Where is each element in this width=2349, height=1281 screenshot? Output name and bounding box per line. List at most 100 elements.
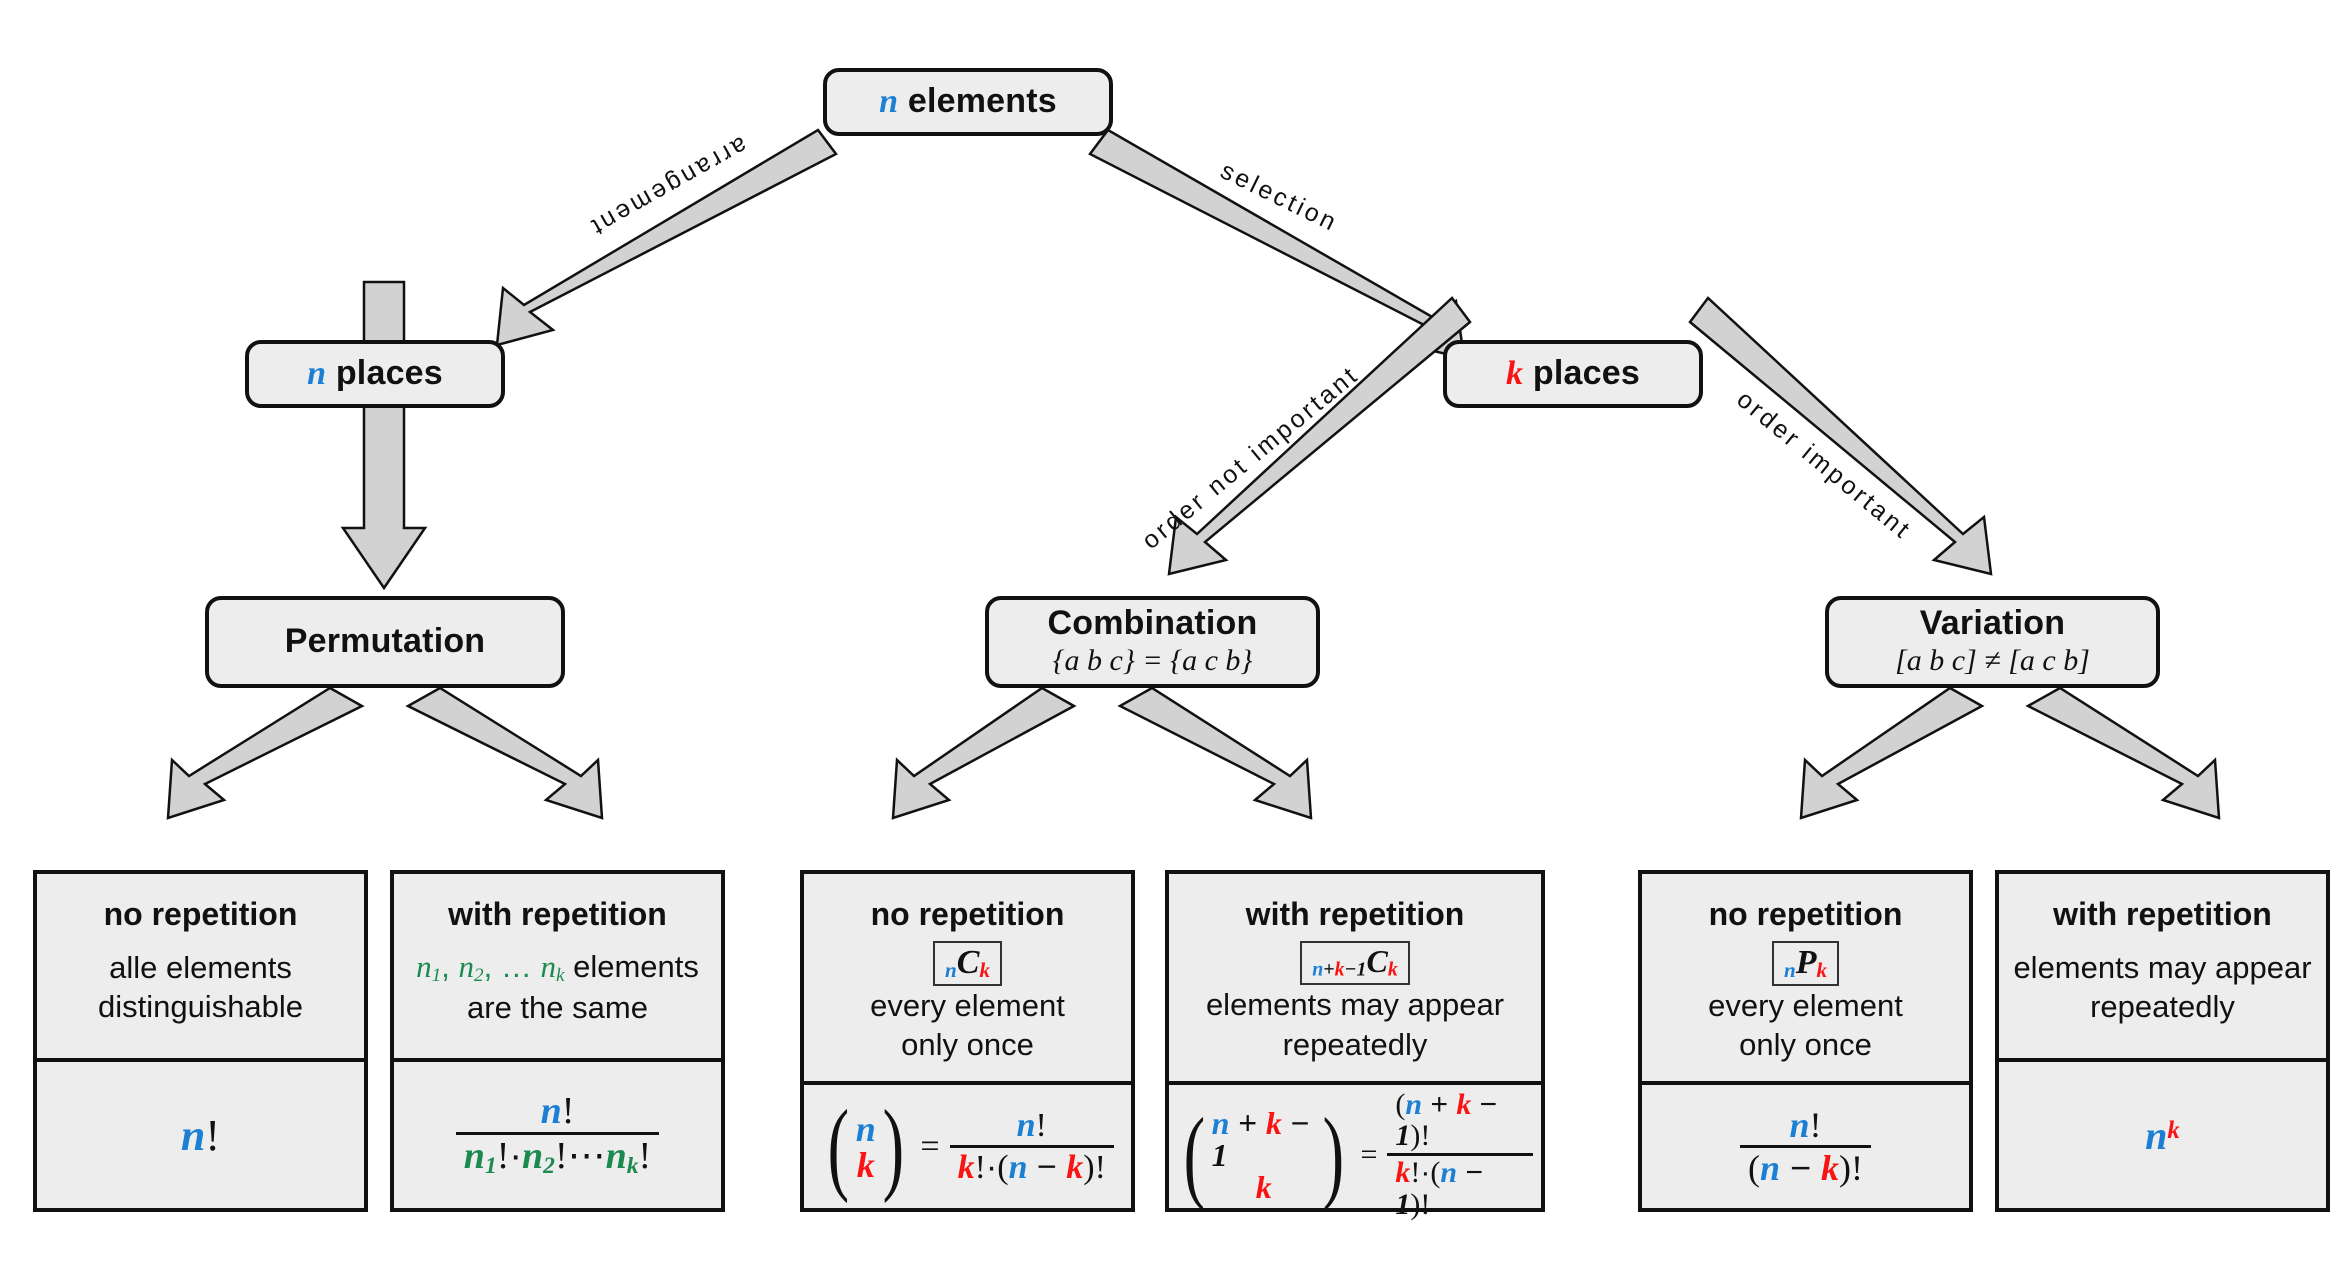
leaf-head: with repetition [448, 896, 667, 932]
desc-line-1: n1, n2, … nk elements [416, 947, 699, 989]
leaf-upper: no repetition alle elements distinguisha… [37, 874, 364, 1058]
leaf-combination-no-repetition[interactable]: no repetition nCk every element only onc… [800, 870, 1135, 1212]
leaf-upper: with repetition n+k−1Ck elements may app… [1169, 874, 1541, 1081]
arrow-variation-to-with-rep [2025, 686, 2221, 820]
notation-nCk: nCk [933, 940, 1002, 986]
arrow-combination-to-with-rep [1117, 686, 1313, 820]
var-k: k [1506, 355, 1524, 393]
leaf-upper: with repetition n1, n2, … nk elements ar… [394, 874, 721, 1058]
arrow-root-to-k-places [1088, 128, 1466, 360]
var-n1: n1 [463, 1135, 497, 1180]
leaf-permutation-no-repetition[interactable]: no repetition alle elements distinguisha… [33, 870, 368, 1212]
node-permutation-title: Permutation [284, 622, 486, 661]
edge-label-arrangement: arrangement [584, 130, 753, 243]
binomial-stack: n k [855, 1108, 876, 1185]
binom-top: n + k − 1 [1211, 1104, 1310, 1173]
node-k-places[interactable]: k places [1443, 340, 1703, 408]
edge-label-order-not-important: order not important [1136, 360, 1365, 555]
numerator: n! [1016, 1106, 1047, 1144]
edge-label-selection: selection [1216, 156, 1343, 238]
leaf-formula: n! (n − k)! [1642, 1081, 1969, 1208]
equals-sign: = [920, 1127, 940, 1165]
leaf-head: no repetition [1708, 896, 1903, 932]
leaf-formula: ( n k ) = n! k!·(n − k)! [804, 1081, 1131, 1208]
node-n-elements[interactable]: n elements [823, 68, 1113, 136]
denominator: (n − k)! [1739, 1145, 1872, 1187]
var-n2: n2 [522, 1135, 555, 1180]
ellipsis: … [500, 948, 532, 984]
node-combination[interactable]: Combination {a b c} = {a c b} [985, 596, 1320, 688]
leaf-description: elements may appear repeatedly [2013, 948, 2311, 1033]
comma-1: , [441, 948, 450, 984]
leaf-permutation-with-repetition[interactable]: with repetition n1, n2, … nk elements ar… [390, 870, 725, 1212]
var-n2: n2 [458, 948, 484, 986]
leaf-formula: ( n + k − 1 k ) = (n + k − 1)! k!·(n − 1… [1169, 1080, 1541, 1225]
leaf-formula: nk [1999, 1058, 2326, 1208]
fraction: n! n1!·n2!⋯nk! [455, 1091, 660, 1180]
notation-nPk: nPk [1771, 940, 1840, 986]
binom-bottom: k [1255, 1168, 1272, 1205]
leaf-description: every element only once [1708, 986, 1903, 1071]
leaf-variation-with-repetition[interactable]: with repetition elements may appear repe… [1995, 870, 2330, 1212]
leaf-description: elements may appear repeatedly [1206, 985, 1504, 1070]
node-variation[interactable]: Variation [a b c] ≠ [a c b] [1825, 596, 2160, 688]
arrow-k-places-to-combination [1167, 296, 1472, 576]
fraction: (n + k − 1)! k!·(n − 1)! [1387, 1087, 1533, 1221]
node-n-elements-text: elements [907, 82, 1057, 121]
node-n-places-text: places [335, 354, 443, 393]
numerator: (n + k − 1)! [1395, 1087, 1498, 1153]
arrow-root-to-n-places [495, 128, 838, 347]
notation-nplusk-minus1-C-k: n+k−1Ck [1300, 940, 1410, 986]
binomial-coefficient: ( n + k − 1 k ) [1177, 1097, 1351, 1213]
leaf-formula: n! n1!·n2!⋯nk! [394, 1058, 721, 1208]
fraction: n! (n − k)! [1739, 1104, 1872, 1187]
leaf-upper: no repetition nCk every element only onc… [804, 874, 1131, 1081]
factorial-sign: ! [205, 1110, 221, 1160]
leaf-head: with repetition [2053, 896, 2272, 932]
node-n-places-label: n places [307, 354, 443, 393]
node-variation-title: Variation [1919, 604, 2066, 643]
leaf-combination-with-repetition[interactable]: with repetition n+k−1Ck elements may app… [1165, 870, 1545, 1220]
left-paren: ( [827, 1088, 850, 1204]
desc-line-1: elements may appear [2013, 949, 2312, 985]
node-combination-title: Combination [1047, 604, 1258, 643]
arrow-permutation-to-no-rep [166, 686, 365, 820]
desc-line-1: elements may appear [1205, 987, 1505, 1023]
var-nk: nk [540, 948, 565, 986]
fraction: n! k!·(n − k)! [949, 1106, 1114, 1186]
binomial-coefficient: ( n k ) [821, 1088, 910, 1204]
arrow-permutation-to-with-rep [405, 686, 604, 820]
leaf-head: with repetition [1245, 896, 1465, 932]
numerator: n! [1789, 1104, 1822, 1145]
var-n1: n1 [416, 948, 442, 986]
leaf-variation-no-repetition[interactable]: no repetition nPk every element only onc… [1638, 870, 1973, 1212]
node-k-places-text: places [1532, 354, 1640, 393]
leaf-formula: n! [37, 1058, 364, 1208]
equals-sign: = [1360, 1137, 1378, 1171]
arrow-n-places-to-permutation [340, 280, 428, 591]
var-n: n [879, 83, 899, 121]
comma-2: , [483, 948, 493, 984]
arrow-variation-to-no-rep [1799, 686, 1985, 820]
desc-line-2: only once [1739, 1027, 1872, 1063]
desc-line-1: every element [870, 987, 1065, 1023]
node-permutation[interactable]: Permutation [205, 596, 565, 688]
leaf-upper: with repetition elements may appear repe… [1999, 874, 2326, 1058]
binomial-stack: n + k − 1 k [1212, 1107, 1316, 1203]
var-n: n [307, 355, 327, 393]
edge-label-order-important: order important [1731, 385, 1918, 546]
leaf-description: alle elements distinguishable [98, 948, 303, 1033]
right-paren: ) [882, 1088, 904, 1204]
right-paren: ) [1322, 1097, 1344, 1213]
arrow-k-places-to-variation [1688, 296, 1993, 576]
node-n-places[interactable]: n places [245, 340, 505, 408]
var-nk: nk [605, 1135, 639, 1180]
desc-line-2: distinguishable [97, 989, 304, 1025]
node-k-places-label: k places [1506, 354, 1640, 393]
leaf-upper: no repetition nPk every element only onc… [1642, 874, 1969, 1081]
power-expression: nk [2145, 1112, 2180, 1158]
denominator: n1!·n2!⋯nk! [455, 1132, 660, 1180]
desc-word-elements: elements [573, 948, 699, 984]
denominator: k!·(n − 1)! [1387, 1153, 1533, 1221]
var-n: n [180, 1110, 206, 1160]
